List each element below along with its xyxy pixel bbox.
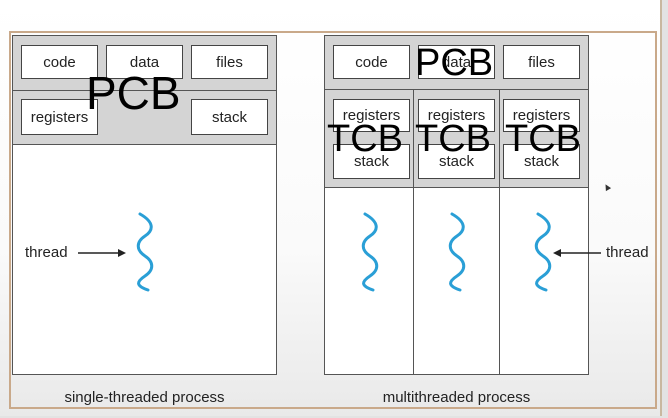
multi-data-box: data [418,45,495,79]
tcb-label-3: TCB [505,118,581,160]
single-thread-wave-icon [136,212,154,292]
single-thread-arrow [78,249,126,257]
tcb-label-1: TCB [327,118,403,160]
thread3-stack-box: stack [503,144,580,179]
thread2-stack-box: stack [418,144,495,179]
tcb-label-2: TCB [415,118,491,160]
multi-caption: multithreaded process [382,389,531,406]
multi-files-box: files [503,45,580,79]
multi-thread-arrow [553,249,601,257]
single-registers-box: registers [21,99,98,135]
thread3-registers-box: registers [503,99,580,132]
single-files-box: files [191,45,268,79]
single-pcb-label: PCB [86,67,181,119]
thread1-wave-icon [361,212,379,292]
single-caption: single-threaded process [64,389,225,406]
single-code-box: code [21,45,98,79]
single-data-box: data [106,45,183,79]
thread1-registers-box: registers [333,99,410,132]
single-thread-label: thread [25,244,68,261]
diagram-frame [9,31,657,409]
multi-pcb-label: PCB [415,42,494,84]
thread1-stack-box: stack [333,144,410,179]
thread2-registers-box: registers [418,99,495,132]
thread3-wave-icon [534,212,552,292]
multi-code-box: code [333,45,410,79]
multi-thread-label: thread [606,244,649,261]
thread2-wave-icon [448,212,466,292]
single-stack-box: stack [191,99,268,135]
